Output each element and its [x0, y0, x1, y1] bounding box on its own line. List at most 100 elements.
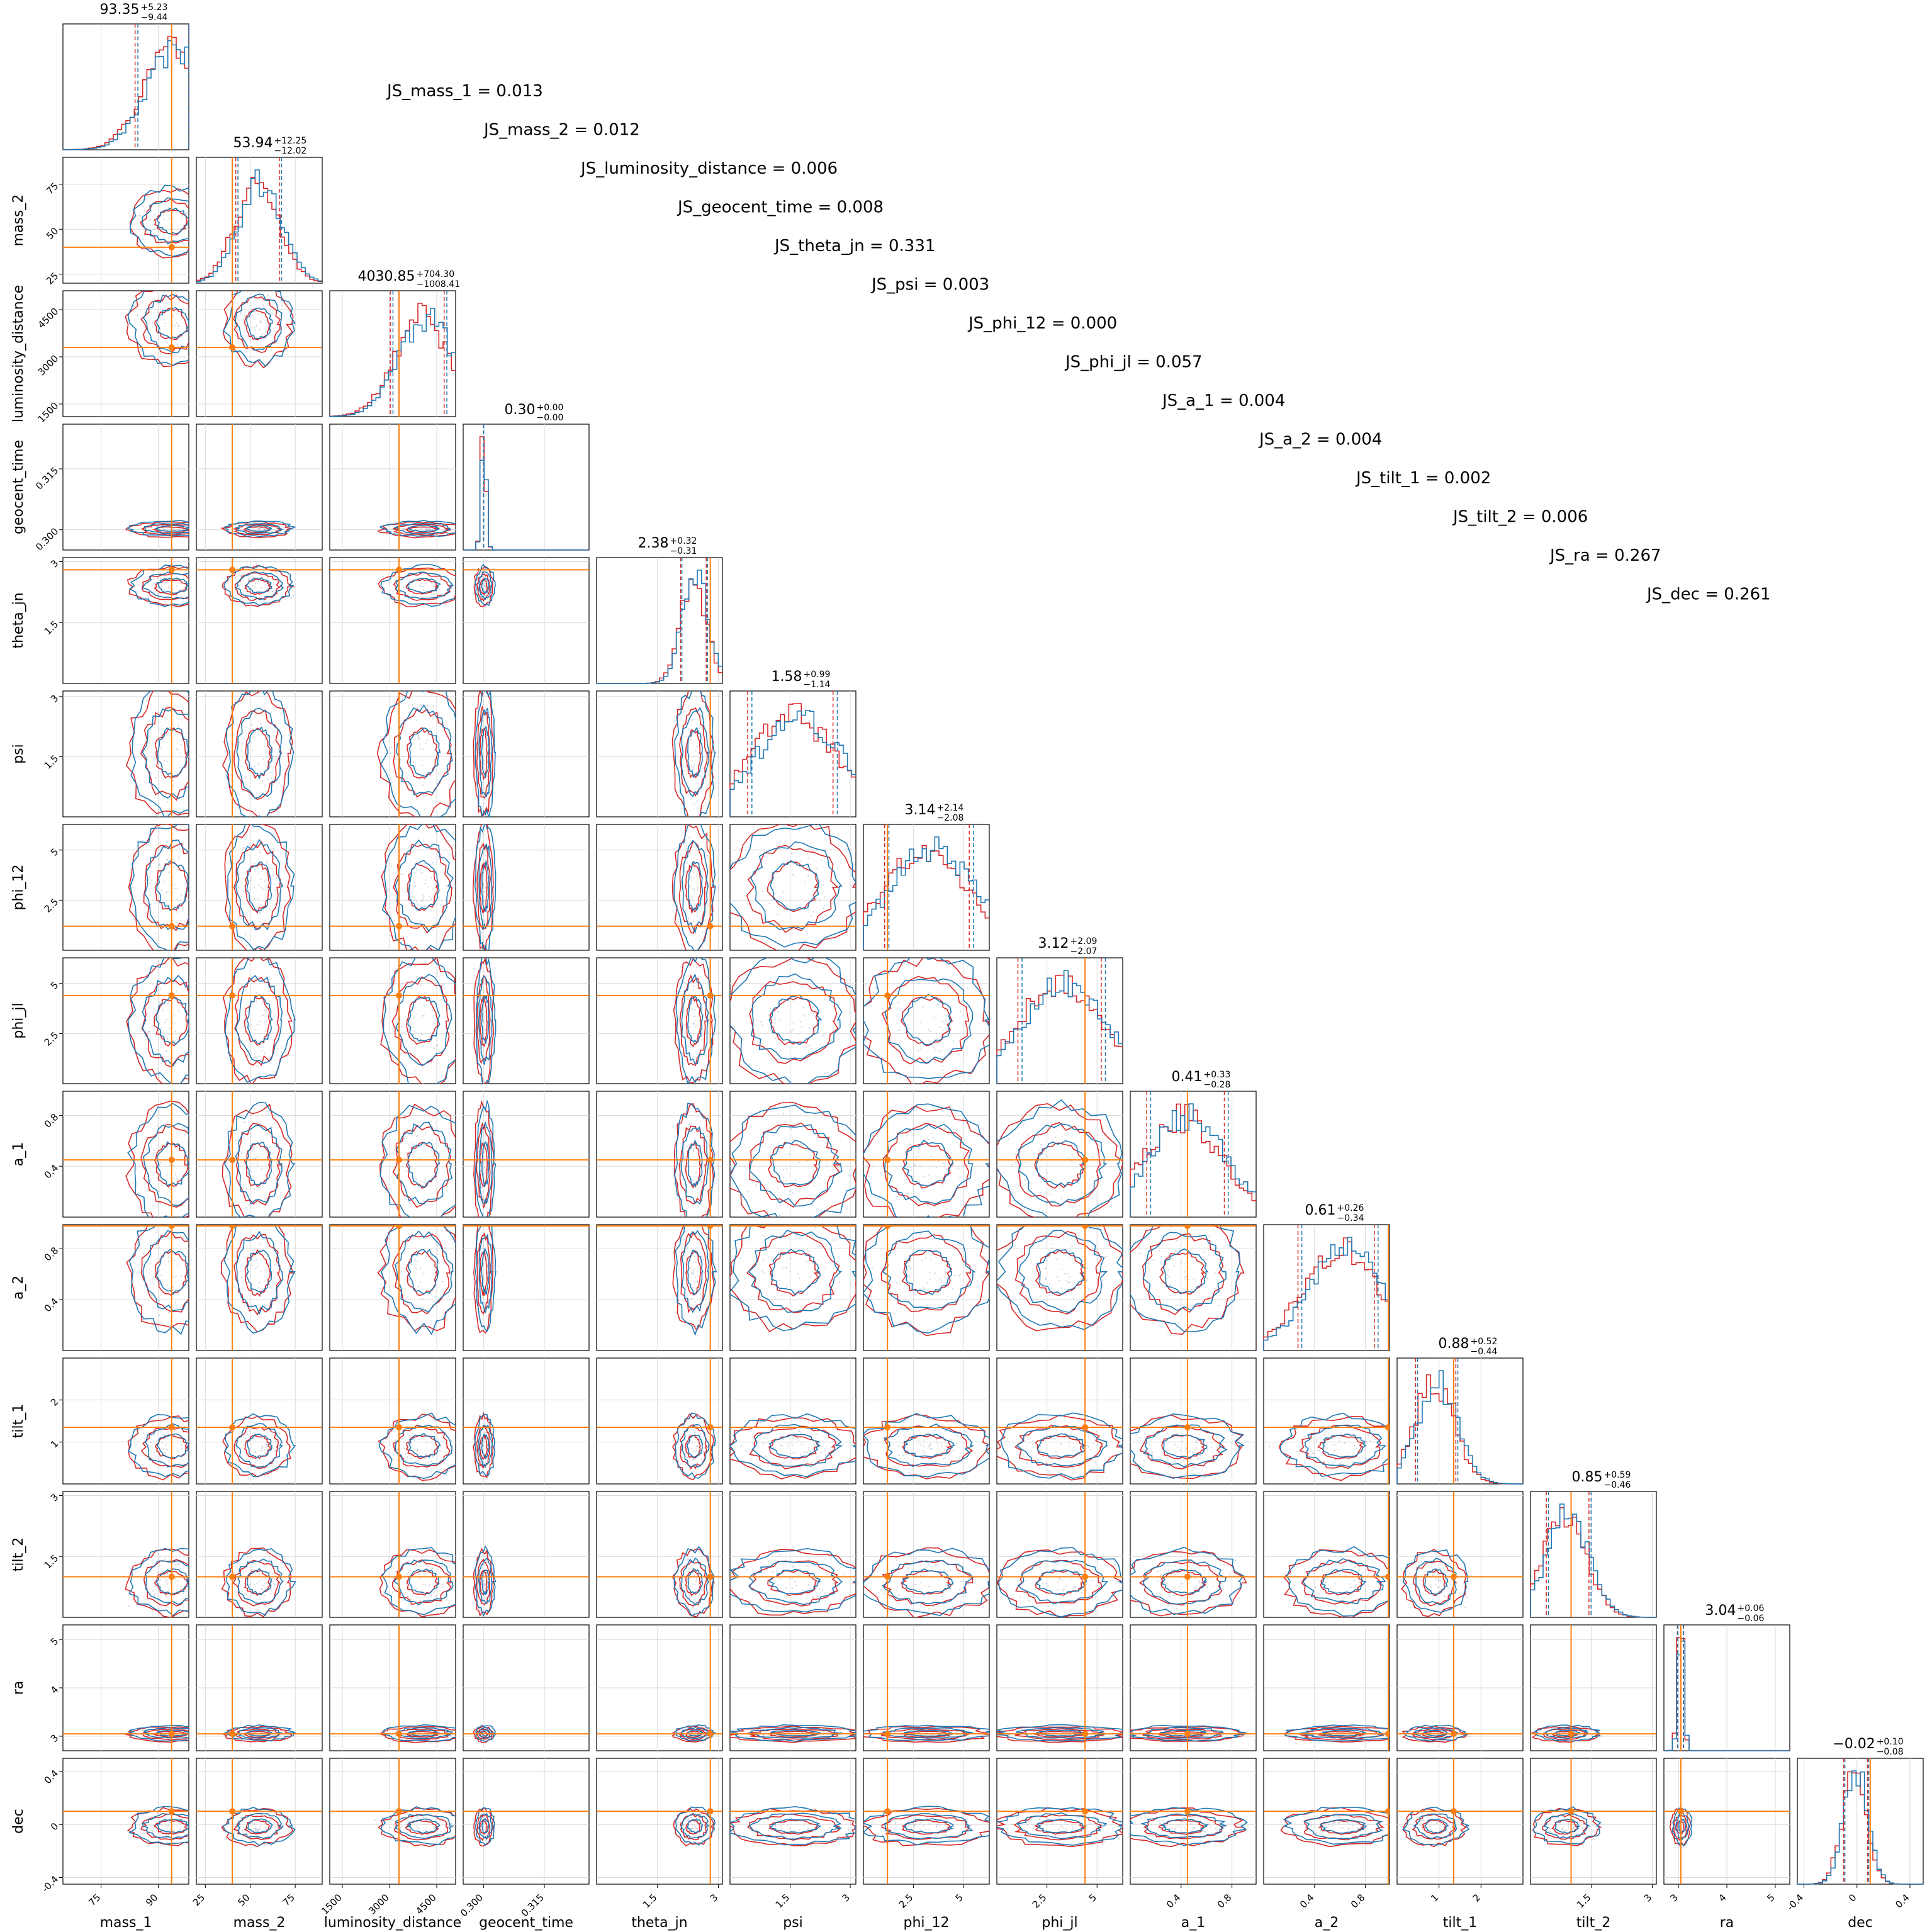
sample-point — [259, 1020, 261, 1023]
sample-point — [920, 1822, 922, 1824]
sample-point — [405, 1582, 407, 1584]
sample-point — [283, 524, 284, 526]
panel-dec-luminosity_distance — [329, 1758, 461, 1885]
contour-run-a — [235, 975, 283, 1064]
contours — [863, 1091, 989, 1217]
sample-point — [1069, 1281, 1070, 1283]
sample-point — [836, 1570, 839, 1571]
contour-run-a — [750, 841, 843, 930]
sample-point — [1211, 1595, 1214, 1597]
sample-point — [185, 212, 187, 214]
summary-minus: −0.46 — [1603, 1480, 1631, 1490]
sample-point — [1106, 1565, 1109, 1567]
sample-point — [142, 840, 143, 841]
sample-point — [241, 1591, 243, 1593]
truth-point — [229, 1573, 236, 1580]
sample-point — [451, 1822, 452, 1825]
sample-point — [423, 1014, 425, 1017]
sample-point — [267, 778, 269, 780]
contour-run-b — [222, 691, 293, 817]
panel-a_2-a_2: 0.61+0.26−0.34 — [1263, 1203, 1390, 1351]
sample-point — [936, 1826, 938, 1828]
sample-point — [810, 1276, 812, 1278]
sample-point — [789, 1827, 791, 1829]
sample-point — [695, 1015, 697, 1018]
sample-point — [692, 989, 694, 991]
sample-point — [1031, 1188, 1033, 1189]
sample-point — [1058, 1471, 1060, 1473]
sample-point — [790, 853, 793, 855]
sample-point — [244, 593, 247, 595]
sample-point — [1019, 1597, 1021, 1598]
sample-point — [762, 1442, 764, 1444]
sample-point — [252, 1249, 254, 1251]
sample-point — [424, 883, 426, 885]
contour-run-a — [225, 958, 296, 1083]
contour-run-a — [748, 1229, 843, 1313]
contour-run-a — [235, 571, 284, 600]
sample-point — [700, 1588, 702, 1591]
contour-run-a — [475, 691, 496, 817]
sample-point — [695, 750, 697, 752]
sample-point — [1365, 1457, 1367, 1459]
contour-run-b — [767, 861, 819, 913]
sample-point — [1364, 1442, 1366, 1444]
panel-luminosity_distance-mass_2 — [196, 290, 323, 417]
contour-run-a — [902, 1139, 954, 1187]
sample-point — [768, 1014, 770, 1016]
sample-point — [160, 1578, 162, 1581]
contour-run-b — [125, 291, 189, 368]
sample-point — [176, 594, 177, 596]
panel-luminosity_distance-luminosity_distance: 4030.85+704.30−1008.41 — [329, 269, 460, 417]
sample-point — [681, 1595, 683, 1597]
sample-point — [176, 322, 177, 324]
contour-run-b — [1139, 1425, 1226, 1469]
sample-point — [408, 580, 411, 582]
sample-point — [478, 1150, 480, 1152]
sample-point — [1095, 1430, 1098, 1432]
sample-point — [692, 1441, 694, 1443]
sample-point — [1166, 1583, 1168, 1585]
sample-point — [1209, 1599, 1211, 1601]
sample-point — [259, 527, 262, 529]
sample-point — [769, 1008, 772, 1009]
sample-point — [265, 1572, 267, 1575]
sample-point — [786, 1442, 789, 1444]
contour-run-b — [140, 707, 189, 801]
sample-point — [790, 1128, 792, 1130]
sample-point — [790, 1817, 793, 1819]
sample-point — [1050, 1243, 1052, 1245]
sample-point — [879, 1172, 881, 1174]
sample-point — [694, 1834, 696, 1836]
contours — [196, 1491, 322, 1617]
sample-point — [460, 1826, 461, 1827]
sample-point — [432, 862, 434, 864]
sample-point — [410, 1598, 412, 1600]
contour-run-a — [675, 958, 716, 1084]
sample-point — [252, 749, 254, 751]
sample-point — [1550, 1727, 1552, 1730]
truth-point — [168, 992, 175, 999]
sample-point — [402, 1599, 404, 1602]
sample-point — [427, 529, 429, 531]
sample-point — [176, 343, 178, 345]
contour-run-a — [680, 1126, 710, 1205]
sample-point — [1074, 1282, 1076, 1284]
summary-plus: +704.30 — [416, 269, 454, 279]
sample-point — [693, 1147, 695, 1149]
sample-point — [416, 1826, 418, 1828]
sample-point — [942, 1162, 944, 1164]
sample-point — [177, 856, 180, 858]
contour-run-a — [1322, 1433, 1368, 1458]
panel-phi_12-geocent_time — [463, 824, 590, 951]
contour-run-b — [997, 1103, 1123, 1217]
contour-run-b — [154, 1142, 189, 1188]
sample-point — [695, 1288, 697, 1290]
sample-point — [836, 1022, 839, 1024]
contours — [1130, 1225, 1256, 1351]
sample-point — [950, 1569, 952, 1571]
truth-point — [396, 566, 402, 573]
contours — [597, 824, 722, 950]
contour-run-b — [900, 996, 953, 1047]
sample-point — [154, 1034, 156, 1036]
